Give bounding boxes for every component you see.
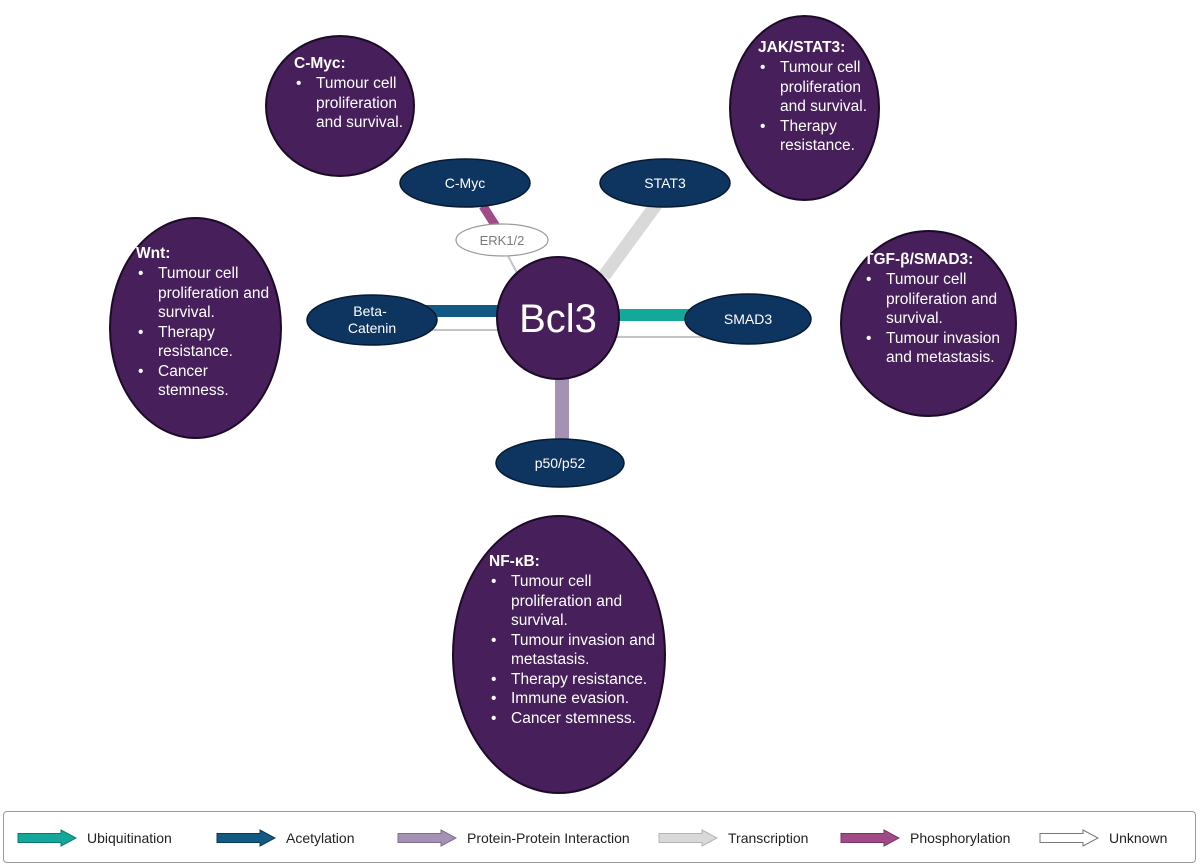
- node-smad3[interactable]: SMAD3: [684, 293, 812, 345]
- bubble-cmyc-item: Tumour cell proliferation and survival.: [294, 74, 404, 133]
- bubble-wnt-title: Wnt:: [136, 245, 171, 262]
- node-stat3[interactable]: STAT3: [599, 158, 731, 208]
- unknown-arrow-icon: [1039, 829, 1099, 847]
- hub-bcl3[interactable]: Bcl3: [496, 256, 620, 380]
- legend: Ubiquitination Acetylation Protein-Prote…: [3, 811, 1196, 863]
- node-p50-p52[interactable]: p50/p52: [495, 438, 625, 488]
- bubble-jakstat3-item: Therapy resistance.: [758, 117, 876, 156]
- phosphorylation-arrow-icon: [840, 829, 900, 847]
- bubble-cmyc-title: C-Myc:: [294, 55, 346, 72]
- node-erk-label: ERK1/2: [480, 233, 525, 248]
- legend-item-phosphorylation: Phosphorylation: [840, 812, 1010, 864]
- node-beta-catenin[interactable]: Beta- Catenin: [306, 294, 438, 346]
- bubble-nfkb-item: Immune evasion.: [489, 689, 671, 709]
- legend-label-ubiquitination: Ubiquitination: [87, 830, 172, 846]
- protein-protein-interaction-arrow-icon: [397, 829, 457, 847]
- node-beta-catenin-label-line1: Beta-: [353, 303, 387, 319]
- bubble-wnt-item: Therapy resistance.: [136, 323, 258, 362]
- transcription-arrow-icon: [658, 829, 718, 847]
- bubble-jakstat3-title: JAK/STAT3:: [758, 39, 846, 56]
- bubble-wnt-item: Tumour cell proliferation and survival.: [136, 264, 288, 323]
- legend-label-protein-protein-interaction: Protein-Protein Interaction: [467, 830, 630, 846]
- bubble-nfkb-item: Tumour invasion and metastasis.: [489, 631, 656, 670]
- bubble-tgfb-title: TGF-β/SMAD3:: [864, 251, 974, 268]
- bubble-jakstat3-item: Tumour cell proliferation and survival.: [758, 58, 876, 117]
- bubble-nfkb-item: Therapy resistance.: [489, 670, 686, 690]
- legend-label-unknown: Unknown: [1109, 830, 1168, 846]
- hub-bcl3-label: Bcl3: [519, 297, 597, 341]
- bubble-cmyc: C-Myc: Tumour cell proliferation and sur…: [265, 35, 415, 177]
- node-c-myc-label: C-Myc: [445, 175, 485, 191]
- legend-item-unknown: Unknown: [1039, 812, 1167, 864]
- bubble-tgfb-item: Tumour invasion and metastasis.: [864, 329, 1004, 368]
- node-erk[interactable]: ERK1/2: [455, 223, 549, 257]
- bubble-tgfb: TGF-β/SMAD3: Tumour cell proliferation a…: [840, 230, 1017, 417]
- acetylation-arrow-icon: [216, 829, 276, 847]
- bubble-wnt-item: Cancer stemness.: [136, 362, 258, 401]
- legend-item-ubiquitination: Ubiquitination: [17, 812, 172, 864]
- transcription-link-stat3: [598, 190, 670, 280]
- legend-label-phosphorylation: Phosphorylation: [910, 830, 1011, 846]
- legend-label-transcription: Transcription: [728, 830, 809, 846]
- node-smad3-label: SMAD3: [724, 311, 772, 327]
- legend-item-protein-protein-interaction: Protein-Protein Interaction: [397, 812, 630, 864]
- node-beta-catenin-label-line2: Catenin: [348, 320, 396, 336]
- bubble-wnt: Wnt: Tumour cell proliferation and survi…: [109, 217, 282, 439]
- node-c-myc[interactable]: C-Myc: [399, 158, 531, 208]
- bubble-nfkb: NF-κB: Tumour cell proliferation and sur…: [452, 515, 666, 794]
- legend-label-acetylation: Acetylation: [286, 830, 355, 846]
- interaction-diagram: C-Myc STAT3 ERK1/2 Beta- Catenin SMAD3 p…: [306, 158, 812, 488]
- legend-item-transcription: Transcription: [658, 812, 808, 864]
- bubble-nfkb-title: NF-κB:: [489, 553, 540, 570]
- bubble-nfkb-item: Tumour cell proliferation and survival.: [489, 572, 656, 631]
- node-stat3-label: STAT3: [644, 175, 686, 191]
- legend-item-acetylation: Acetylation: [216, 812, 354, 864]
- bubble-tgfb-item: Tumour cell proliferation and survival.: [864, 270, 1004, 329]
- ubiquitination-arrow-icon: [17, 829, 77, 847]
- bubble-nfkb-item: Cancer stemness.: [489, 709, 671, 729]
- bubble-jakstat3: JAK/STAT3: Tumour cell proliferation and…: [729, 15, 880, 201]
- node-p50-p52-label: p50/p52: [535, 455, 586, 471]
